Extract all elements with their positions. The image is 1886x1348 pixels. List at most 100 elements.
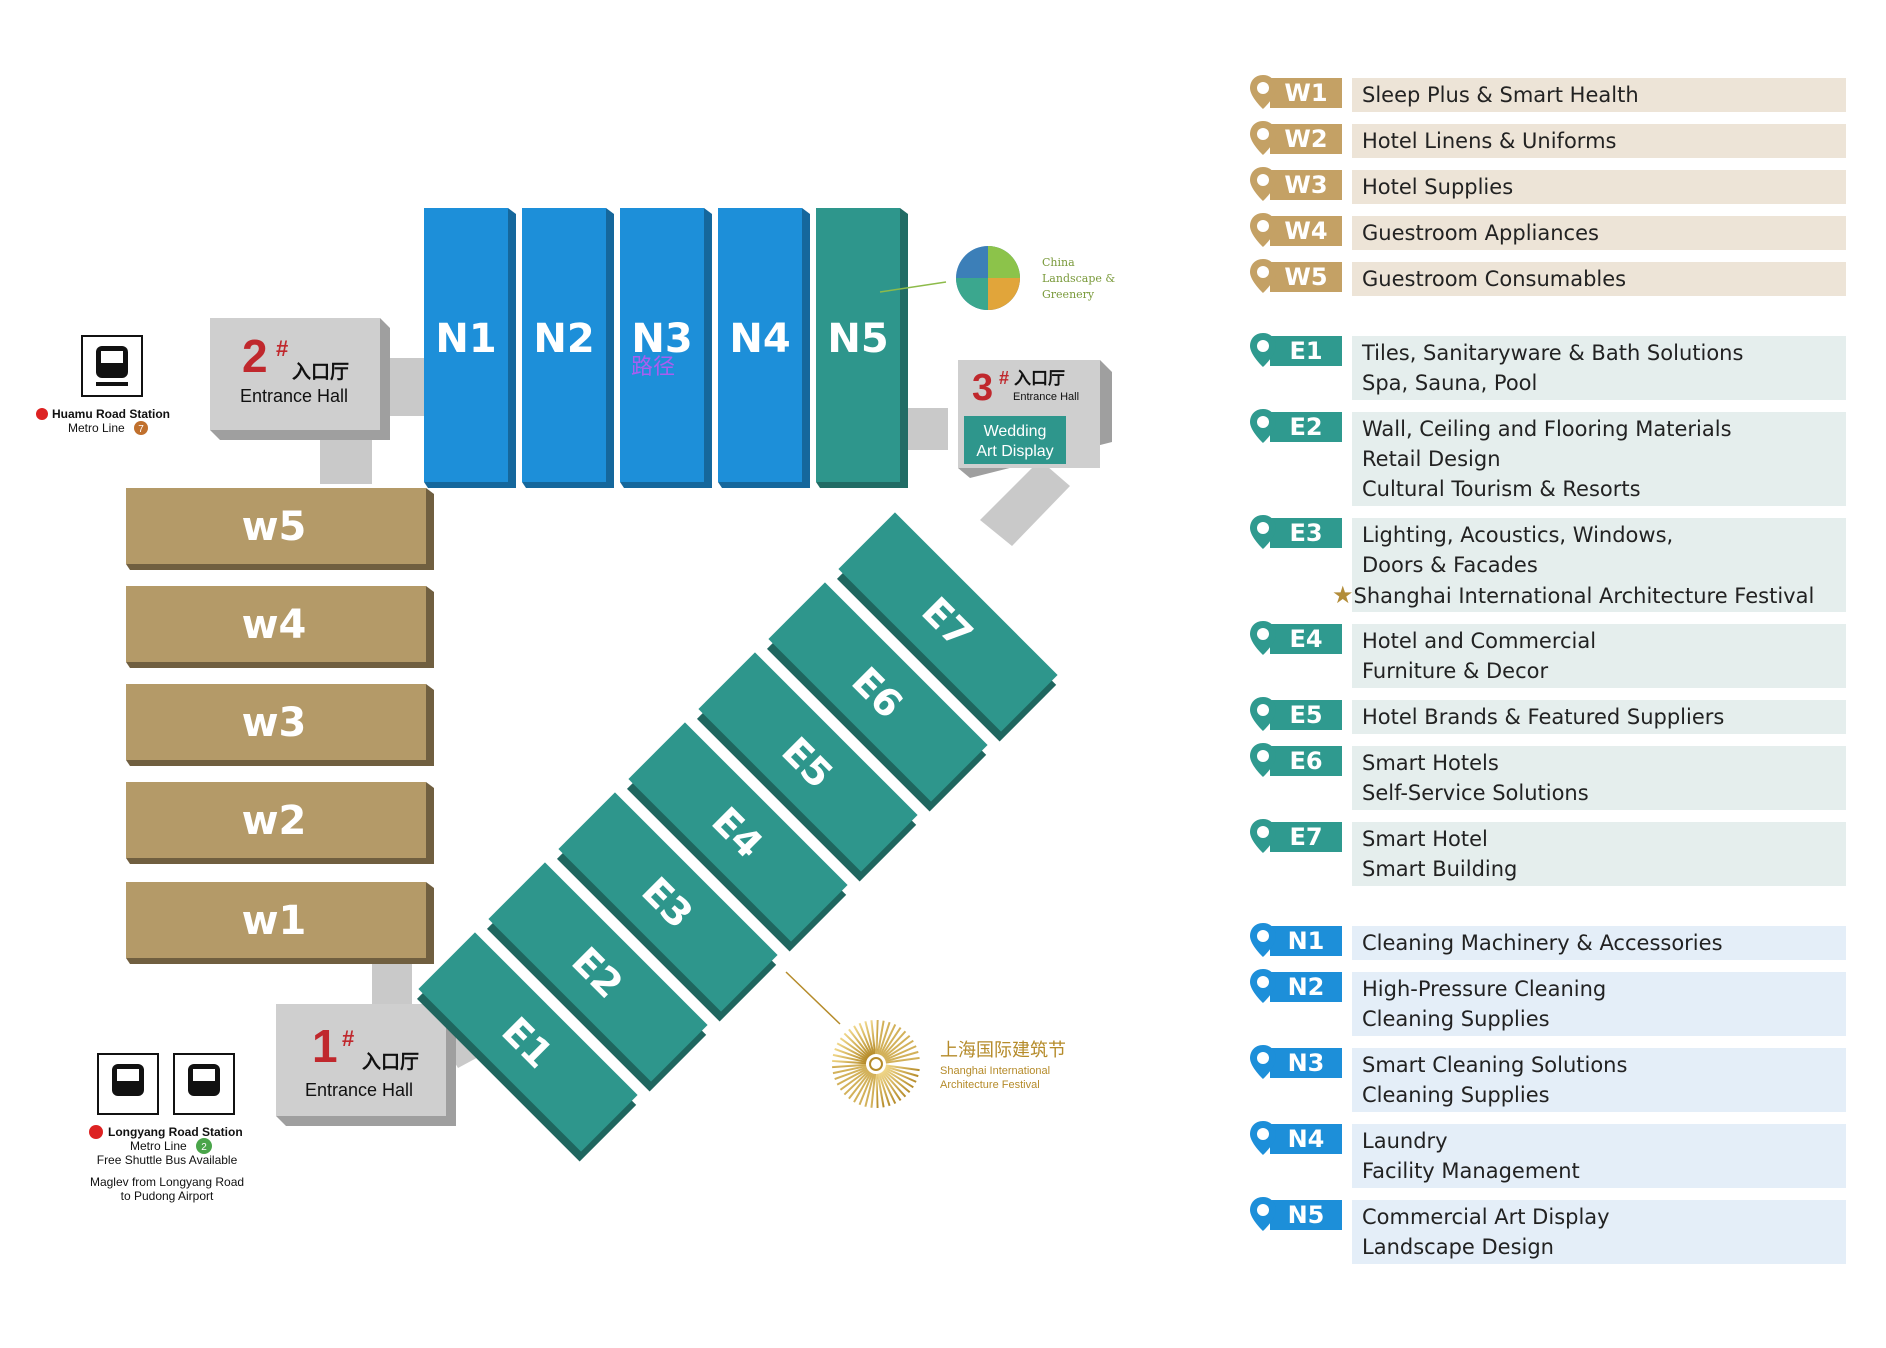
hall-label: w4 — [242, 602, 307, 648]
legend-badge: E3 — [1248, 515, 1348, 549]
legend-code: W4 — [1270, 216, 1342, 246]
hall-e1[interactable]: E1 — [413, 932, 642, 1162]
landscape-logo-line1: China — [1042, 256, 1075, 269]
legend-code: N5 — [1270, 1200, 1342, 1230]
legend-badge: W4 — [1248, 213, 1348, 247]
legend-line: Hotel Linens & Uniforms — [1362, 129, 1617, 153]
west-halls: w5 w4 w3 w2 w1 — [126, 488, 434, 964]
entrance-3-en: Entrance Hall — [1013, 391, 1079, 403]
entrance-2-cn: 入口厅 — [292, 361, 349, 383]
legend-line: Landscape Design — [1362, 1235, 1554, 1259]
entrance-hall-3[interactable]: 3 # 入口厅 Entrance Hall Wedding Art Displa… — [958, 360, 1112, 478]
legend-description: Hotel Linens & Uniforms — [1352, 124, 1846, 158]
legend-line: High-Pressure Cleaning — [1362, 977, 1607, 1001]
hall-n2[interactable]: N2 — [522, 208, 614, 488]
legend-row-n1[interactable]: N1 Cleaning Machinery & Accessories — [1248, 923, 1848, 960]
entrance-2-number: 2 — [242, 330, 268, 382]
landscape-logo-line3: Greenery — [1042, 288, 1095, 301]
legend-badge: N4 — [1248, 1121, 1348, 1155]
sunburst-icon — [832, 1019, 920, 1109]
legend-badge: E4 — [1248, 621, 1348, 655]
location-pin-icon — [1250, 333, 1276, 367]
legend-code: N2 — [1270, 972, 1342, 1002]
hall-w4[interactable]: w4 — [126, 586, 434, 668]
legend-description: Guestroom Consumables — [1352, 262, 1846, 296]
legend-line: Hotel Brands & Featured Suppliers — [1362, 705, 1725, 729]
metro-logo-icon — [36, 408, 48, 420]
legend-line: Facility Management — [1362, 1159, 1580, 1183]
entrance-hall-1[interactable]: 1 # 入口厅 Entrance Hall — [276, 1004, 456, 1126]
legend-row-e5[interactable]: E5 Hotel Brands & Featured Suppliers — [1248, 697, 1848, 734]
location-pin-icon — [1250, 923, 1276, 957]
hall-n4[interactable]: N4 — [718, 208, 810, 488]
hall-n5[interactable]: N5 — [816, 208, 908, 488]
hall-label: w2 — [242, 798, 307, 844]
longyang-line: Metro Line — [130, 1139, 187, 1153]
location-pin-icon — [1250, 515, 1276, 549]
entrance-1-en: Entrance Hall — [305, 1080, 413, 1100]
hall-e7[interactable]: E7 — [833, 512, 1062, 742]
hall-n3[interactable]: N3 — [620, 208, 712, 488]
hall-e4[interactable]: E4 — [623, 722, 852, 952]
legend-code: E5 — [1270, 700, 1342, 730]
legend-line: Cleaning Machinery & Accessories — [1362, 931, 1723, 955]
hall-w1[interactable]: w1 — [126, 882, 434, 964]
legend-code: E6 — [1270, 746, 1342, 776]
legend-description: Hotel Brands & Featured Suppliers — [1352, 700, 1846, 734]
legend-line: Cleaning Supplies — [1362, 1007, 1550, 1031]
hall-w5[interactable]: w5 — [126, 488, 434, 570]
legend-line: Cultural Tourism & Resorts — [1362, 477, 1641, 501]
huamu-station: Huamu Road Station — [52, 407, 170, 421]
hall-w3[interactable]: w3 — [126, 684, 434, 766]
legend-badge: N1 — [1248, 923, 1348, 957]
legend-badge: W5 — [1248, 259, 1348, 293]
hall-w2[interactable]: w2 — [126, 782, 434, 864]
entrance-hall-2[interactable]: 2 # 入口厅 Entrance Hall — [210, 318, 390, 440]
huamu-line: Metro Line — [68, 421, 125, 435]
wedding-sign-line1: Wedding — [984, 423, 1047, 440]
legend-line: Hotel Supplies — [1362, 175, 1514, 199]
location-pin-icon — [1250, 697, 1276, 731]
wedding-sign — [964, 416, 1066, 464]
entrance-1-number: 1 — [312, 1020, 338, 1072]
legend-badge: W1 — [1248, 75, 1348, 109]
hall-e5[interactable]: E5 — [693, 652, 922, 882]
legend-badge: E7 — [1248, 819, 1348, 853]
landscape-logo-line2: Landscape & — [1042, 272, 1115, 285]
huamu-line-number: 7 — [138, 424, 144, 435]
festival-en-1: Shanghai International — [940, 1065, 1050, 1077]
hall-e2[interactable]: E2 — [483, 862, 712, 1092]
legend-line: Smart Cleaning Solutions — [1362, 1053, 1628, 1077]
location-pin-icon — [1250, 969, 1276, 1003]
hall-e6[interactable]: E6 — [763, 582, 992, 812]
location-pin-icon — [1250, 819, 1276, 853]
legend-code: E4 — [1270, 624, 1342, 654]
hall-e3[interactable]: E3 — [553, 792, 782, 1022]
location-pin-icon — [1250, 259, 1276, 293]
location-pin-icon — [1250, 75, 1276, 109]
hall-n1[interactable]: N1 — [424, 208, 516, 488]
legend-code: W1 — [1270, 78, 1342, 108]
